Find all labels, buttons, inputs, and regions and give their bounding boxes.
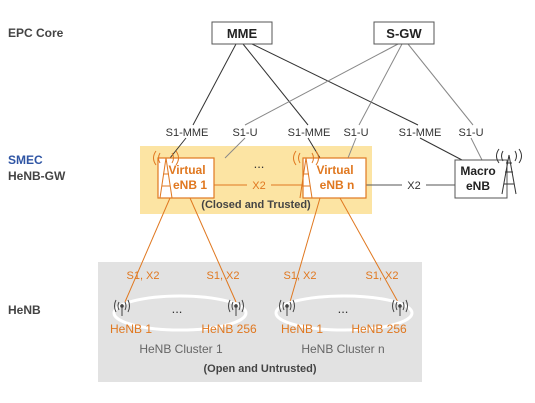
s1-x2-links <box>124 197 399 303</box>
core-links <box>169 43 483 161</box>
row-label-henb-gw: HeNB-GW <box>8 169 66 183</box>
tower-icon <box>153 150 179 199</box>
sgw-label: S-GW <box>386 26 422 41</box>
macro-enb-line1: Macro <box>460 164 495 178</box>
cluster-1-ellipse <box>112 294 248 332</box>
untrusted-zone-caption: (Open and Untrusted) <box>203 363 316 375</box>
virtual-enb-1-line1: Virtual <box>168 163 205 177</box>
tower-icon <box>496 148 522 195</box>
x2-label-gw: X2 <box>252 180 265 192</box>
x2-label-macro-bg <box>402 178 426 192</box>
link-s1mme-macro <box>419 137 463 161</box>
link-mme-macro <box>251 43 419 126</box>
antenna-icon <box>392 299 408 316</box>
row-label-epc-core: EPC Core <box>8 26 64 40</box>
virtual-enb-n-line2: eNB n <box>320 178 355 192</box>
s1-mme-label-2: S1-MME <box>288 127 331 139</box>
tower-icon <box>293 150 319 199</box>
x2-label-bg <box>247 178 271 192</box>
s1-u-label-1: S1-U <box>232 127 257 139</box>
s1-x2-label-1: S1, X2 <box>126 270 159 282</box>
cluster-1-ellipsis: ... <box>172 301 183 316</box>
antenna-icon <box>228 299 244 316</box>
gw-ellipsis: ... <box>254 156 265 171</box>
link-sgw-venbn <box>358 43 403 126</box>
s1-mme-label-3: S1-MME <box>399 127 442 139</box>
x2-label-macro: X2 <box>407 180 420 192</box>
s1-x2-label-2: S1, X2 <box>206 270 239 282</box>
antenna-icon <box>279 299 295 316</box>
s1-u-label-2: S1-U <box>343 127 368 139</box>
antenna-icon <box>114 299 130 316</box>
mme-box <box>211 21 273 45</box>
s1-mme-label-1: S1-MME <box>166 127 209 139</box>
untrusted-zone <box>98 262 422 382</box>
mme-label: MME <box>227 26 258 41</box>
trusted-zone-caption: (Closed and Trusted) <box>201 199 311 211</box>
macro-enb-line2: eNB <box>466 179 490 193</box>
s1-x2-label-3: S1, X2 <box>283 270 316 282</box>
link-sgw-macro <box>407 43 474 126</box>
link-mme-venbn <box>242 43 309 126</box>
link-s1u-macro <box>470 137 483 161</box>
s1-u-label-3: S1-U <box>458 127 483 139</box>
link-mme-venb1 <box>192 43 237 126</box>
henb-1-label-cn: HeNB 1 <box>281 322 323 336</box>
sgw-box <box>373 21 435 45</box>
link-s1u-venb1 <box>224 137 246 159</box>
virtual-enb-n-box <box>302 157 367 199</box>
macro-enb-box <box>454 159 508 199</box>
row-label-henb: HeNB <box>8 303 41 317</box>
cluster-n-label: HeNB Cluster n <box>301 342 384 356</box>
link-sgw-venb1 <box>244 43 399 126</box>
cluster-n-ellipse <box>274 294 414 332</box>
henb-1-label-c1: HeNB 1 <box>110 322 152 336</box>
s1-x2-label-4: S1, X2 <box>365 270 398 282</box>
virtual-enb-1-line2: eNB 1 <box>173 178 207 192</box>
smec-logo: SMEC <box>8 153 43 167</box>
henb-256-label-c1: HeNB 256 <box>201 322 257 336</box>
henb-256-label-cn: HeNB 256 <box>351 322 407 336</box>
cluster-n-ellipsis: ... <box>338 301 349 316</box>
virtual-enb-n-line1: Virtual <box>316 163 353 177</box>
link-s1u-venbn <box>347 137 357 159</box>
cluster-1-label: HeNB Cluster 1 <box>139 342 223 356</box>
